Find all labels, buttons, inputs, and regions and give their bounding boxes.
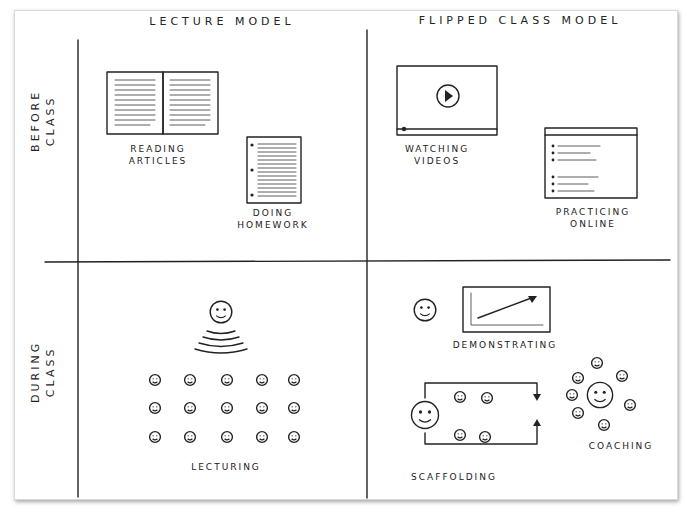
- activity-label: LECTURING: [156, 462, 296, 474]
- activity-label: PRACTICING ONLINE: [545, 207, 641, 230]
- activity-label: DEMONSTRATING: [430, 340, 580, 352]
- activity-label: DOING HOMEWORK: [232, 208, 314, 231]
- scaffolding-illustration: [412, 383, 542, 444]
- coaching-illustration: [567, 358, 636, 431]
- frame-border: [14, 10, 678, 500]
- activity-label: WATCHING VIDEOS: [394, 144, 480, 167]
- activity-label: READING ARTICLES: [117, 144, 199, 167]
- grid-lines: [45, 30, 670, 498]
- book-icon: [107, 72, 218, 134]
- lecturing-illustration: [150, 301, 300, 442]
- row-heading: BEFORE CLASS: [29, 82, 59, 160]
- notebook-icon: [247, 137, 301, 203]
- online-practice-icon: [545, 128, 637, 198]
- video-icon: [397, 66, 497, 135]
- column-heading: LECTURE MODEL: [102, 15, 342, 29]
- column-heading: FLIPPED CLASS MODEL: [380, 14, 660, 28]
- row-heading: DURING CLASS: [29, 333, 59, 411]
- activity-label: COACHING: [561, 441, 681, 453]
- activity-label: SCAFFOLDING: [384, 472, 524, 484]
- demonstrating-illustration: [414, 287, 550, 332]
